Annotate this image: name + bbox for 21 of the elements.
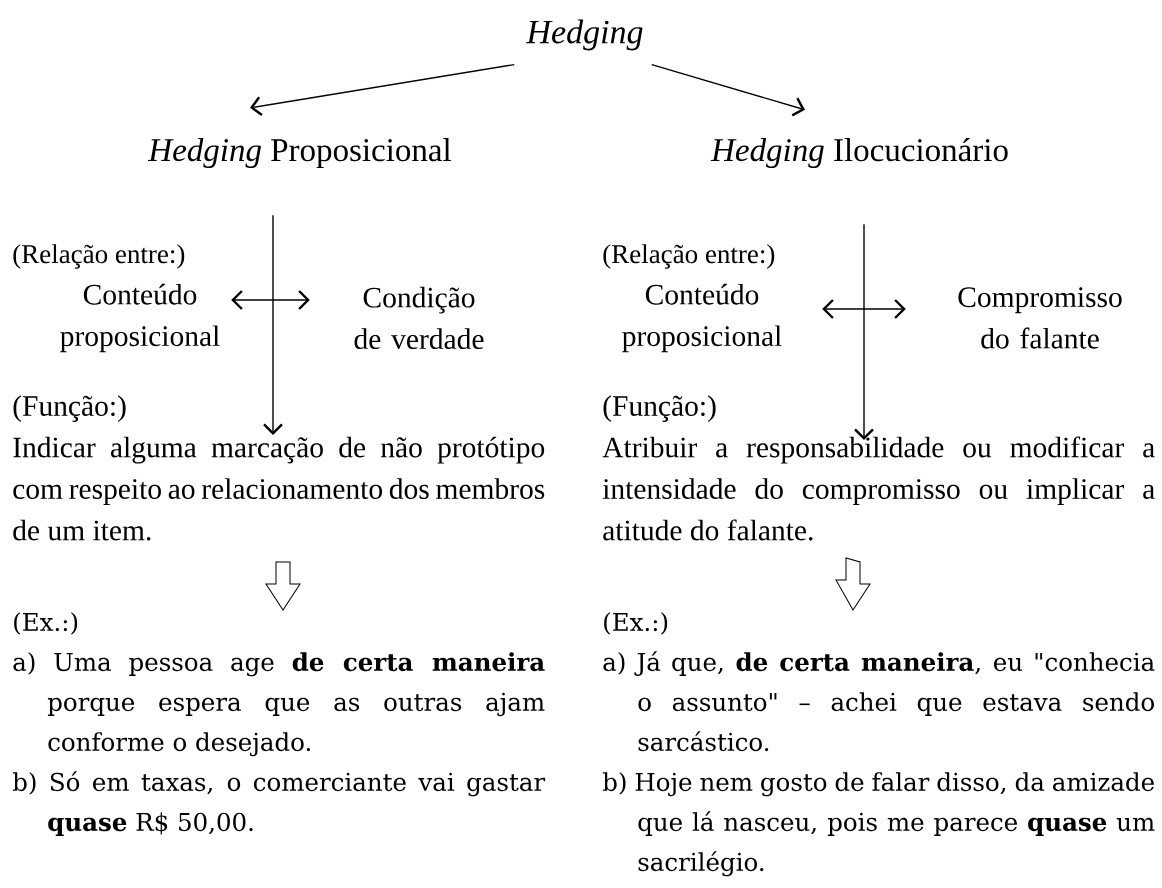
section-label: (Relação entre:) [603, 244, 775, 269]
example-list: (Ex.:) a) Uma pessoa age de certa maneira porque espera que as outras ajam conforme o desejado. b) Só em taxas, o comerciante vai gastar quase R$ 50,00. [12, 612, 546, 836]
arrow [651, 63, 805, 117]
heading-text: Hedging Ilocucionário [710, 138, 1008, 168]
block-arrow [835, 557, 871, 611]
function-text: (Função:) Atribuir a responsabilidade ou modificar a intensidade do compromisso ou implicar a atitude do falante. [602, 395, 1155, 541]
arrow [250, 63, 515, 116]
arrow [231, 290, 310, 310]
concept-text: Condição de verdade [354, 286, 484, 350]
block-arrow [265, 561, 301, 611]
heading-text: Hedging Proposicional [147, 138, 452, 168]
concept-text: Conteúdo proposicional [60, 283, 220, 353]
section-label: (Relação entre:) [13, 244, 185, 269]
concept-text: Conteúdo proposicional [622, 283, 782, 353]
function-text: (Função:) Indicar alguma marcação de não protótipo com respeito ao relacionamento dos membros de um item. [13, 395, 545, 541]
arrow [822, 299, 906, 319]
arrow [263, 214, 283, 435]
arrow [854, 223, 874, 440]
example-list: (Ex.:) a) Já que, de certa maneira, eu "conhecia o assunto" – achei que estava sendo sarcástico. b) Hoje nem gosto de falar disso, da amizade que lá nasceu, pois me parece quase um sacrilégio. [602, 612, 1155, 877]
concept-text: Compromisso do falante [958, 287, 1122, 349]
title-text: Hedging [526, 19, 643, 51]
